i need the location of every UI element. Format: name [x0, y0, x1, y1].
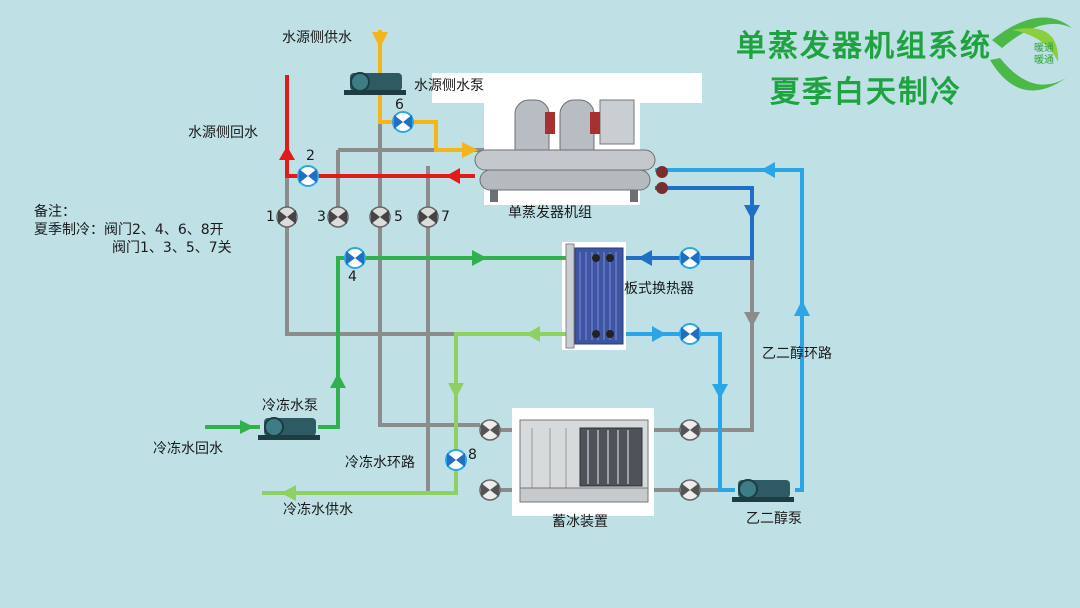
valve-number-2: 2	[306, 148, 315, 164]
valve-glycol-lower-icon[interactable]	[679, 323, 701, 345]
valve-number-3: 3	[317, 209, 326, 225]
plate-heat-exchanger-icon[interactable]	[565, 243, 624, 349]
valve-5-icon[interactable]	[369, 206, 391, 228]
arrow-down-icon	[744, 205, 760, 220]
valve-number-4: 4	[348, 269, 357, 285]
valve-number-5: 5	[394, 209, 403, 225]
arrow-left-icon	[526, 326, 540, 342]
arrow-right-icon	[462, 142, 478, 158]
label-ice-storage: 蓄冰装置	[552, 514, 608, 530]
valve-3-icon[interactable]	[327, 206, 349, 228]
arrow-right-icon	[472, 250, 487, 266]
label-chw-loop: 冷冻水环路	[345, 455, 415, 471]
arrow-right-icon	[652, 326, 666, 342]
note-closed-valves: 阀门1、3、5、7关	[112, 240, 232, 256]
source-pump-icon[interactable]	[344, 72, 406, 95]
arrow-down-icon	[448, 383, 464, 398]
arrow-left-icon	[761, 162, 775, 178]
label-glycol-pump: 乙二醇泵	[746, 511, 802, 527]
arrow-down-icon	[372, 32, 388, 48]
label-chiller: 单蒸发器机组	[508, 205, 592, 221]
arrow-up-icon	[330, 373, 346, 388]
valve-6-icon[interactable]	[392, 111, 414, 133]
label-glycol-loop: 乙二醇环路	[762, 346, 832, 362]
source-return-pipe	[285, 75, 475, 178]
label-plate-hx: 板式换热器	[624, 281, 694, 297]
valve-number-1: 1	[266, 209, 275, 225]
arrow-left-icon	[281, 485, 296, 501]
logo-text: 暖通 暖通	[1034, 43, 1054, 67]
valve-number-7: 7	[441, 209, 450, 225]
valve-2-icon[interactable]	[297, 165, 319, 187]
arrow-right-icon	[240, 420, 254, 434]
arrow-up-icon	[794, 300, 810, 316]
label-chw-pump: 冷冻水泵	[262, 398, 318, 414]
label-source-pump: 水源侧水泵	[414, 78, 484, 94]
valve-number-6: 6	[395, 97, 404, 113]
arrow-down-icon	[712, 384, 728, 399]
chw-light-pipe	[262, 332, 575, 495]
valve-closed-group	[276, 206, 701, 501]
logo-char: 通	[1044, 43, 1054, 54]
label-chw-supply: 冷冻水供水	[283, 502, 353, 518]
valve-number-8: 8	[468, 447, 477, 463]
valve-4-icon[interactable]	[344, 247, 366, 269]
arrow-up-icon	[279, 146, 295, 160]
note-open-valves: 夏季制冷：阀门2、4、6、8开	[34, 222, 224, 238]
arrow-down-icon	[744, 312, 760, 327]
valve-8-icon[interactable]	[445, 449, 467, 471]
label-source-supply: 水源侧供水	[282, 30, 352, 46]
valve-1-icon[interactable]	[276, 206, 298, 228]
chw-pump-icon[interactable]	[258, 417, 320, 440]
note-heading: 备注：	[34, 204, 76, 220]
label-source-return: 水源侧回水	[188, 125, 258, 141]
logo-char: 暖	[1034, 43, 1044, 54]
logo-char: 暖	[1034, 55, 1044, 66]
ice-storage-icon[interactable]	[519, 419, 649, 503]
valve-ice-top-right-icon[interactable]	[679, 419, 701, 441]
valve-ice-bottom-left-icon[interactable]	[479, 479, 501, 501]
chiller-unit-icon[interactable]	[474, 99, 668, 202]
title-line-2: 夏季白天制冷	[770, 75, 962, 110]
title-line-1: 单蒸发器机组系统	[736, 29, 992, 64]
valve-ice-bottom-right-icon[interactable]	[679, 479, 701, 501]
logo-icon	[990, 17, 1072, 91]
chw-green-pipe	[205, 256, 575, 429]
valve-7-icon[interactable]	[417, 206, 439, 228]
valve-open-group	[297, 111, 701, 471]
valve-ice-top-left-icon[interactable]	[479, 419, 501, 441]
label-chw-return: 冷冻水回水	[153, 441, 223, 457]
logo-char: 通	[1044, 55, 1054, 66]
arrow-left-icon	[638, 250, 652, 266]
valve-glycol-upper-icon[interactable]	[679, 247, 701, 269]
glycol-pump-icon[interactable]	[732, 479, 794, 502]
arrow-left-icon	[446, 168, 460, 184]
glycol-light-pipe	[626, 168, 804, 492]
